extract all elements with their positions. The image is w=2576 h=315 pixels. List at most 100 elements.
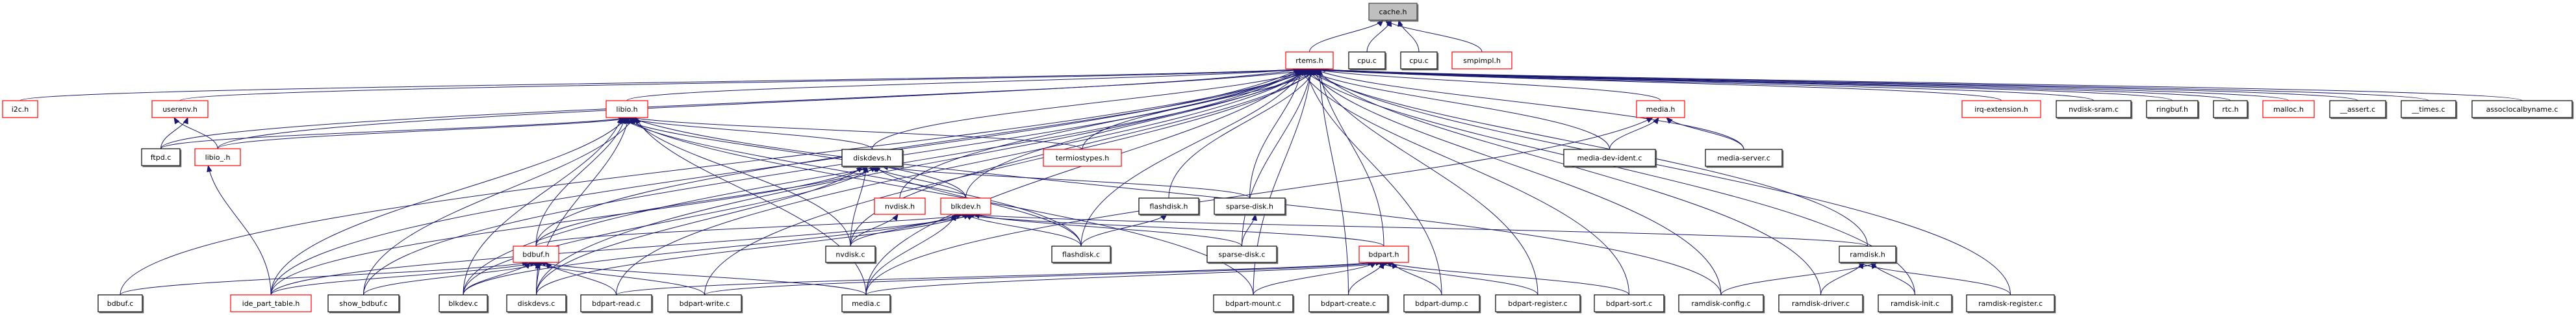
node-ftpd-c[interactable]: ftpd.c (141, 148, 182, 168)
node-label: ramdisk-init.c (1891, 299, 1939, 308)
node-blkdev-h[interactable]: blkdev.h (940, 197, 991, 215)
node-blkdev-c[interactable]: blkdev.c (439, 294, 489, 314)
node-libio-h[interactable]: libio_.h (194, 148, 241, 166)
edge-diskdevs-c-to-diskdevs-h (536, 166, 863, 296)
node-flashdisk-c[interactable]: flashdisk.c (1051, 246, 1112, 264)
node-sparse-disk-h[interactable]: sparse-disk.h (1214, 197, 1287, 216)
edge-nvdisk-h-to-rtems-h (899, 68, 1300, 199)
node-bdpart-register-c[interactable]: bdpart-register.c (1495, 294, 1582, 314)
arrowhead-icon (1314, 68, 1322, 75)
node-bdpart-h[interactable]: bdpart.h (1358, 246, 1409, 263)
node-media-h[interactable]: media.h (1636, 100, 1685, 118)
node-sparse-disk-c[interactable]: sparse-disk.c (1206, 246, 1279, 264)
nodes-layer: cache.h rtems.h cpu.c cpu.c smpimpl.h i2c.h us… (2, 3, 2574, 314)
edge-libio-h-to-rtems-h (626, 68, 1304, 101)
node-label: assoclocalbyname.c (2486, 105, 2558, 114)
node-label: __times.c (2411, 105, 2445, 114)
node-i2c-h[interactable]: i2c.h (2, 100, 38, 118)
node-shadow (826, 247, 877, 264)
edge-diskdevs-c-to-libio-h (536, 117, 630, 296)
node-irq-extension-h[interactable]: irq-extension.h (1961, 100, 2041, 118)
node-times-c[interactable]: __times.c (2401, 100, 2458, 120)
node-bdpart-dump-c[interactable]: bdpart-dump.c (1403, 294, 1481, 314)
node-box (825, 246, 876, 263)
edge-bdpart-write-c-to-bdbuf-h (531, 262, 705, 296)
edge-media-server-c-to-rtems-h (1313, 68, 1744, 150)
node-ramdisk-h[interactable]: ramdisk.h (1839, 246, 1898, 264)
node-shadow (1595, 296, 1666, 314)
node-smpimpl-h[interactable]: smpimpl.h (1451, 51, 1512, 69)
node-bdpart-mount-c[interactable]: bdpart-mount.c (1213, 294, 1295, 314)
edge-nvdisk-c-to-diskdevs-h (850, 166, 867, 247)
node-ramdisk-init-c[interactable]: ramdisk-init.c (1878, 294, 1954, 314)
node-label: i2c.h (12, 105, 29, 114)
node-label: termiostypes.h (1056, 154, 1109, 162)
node-bdpart-read-c[interactable]: bdpart-read.c (580, 294, 654, 314)
node-box (1451, 51, 1512, 69)
node-cpu-c[interactable]: cpu.c (1348, 51, 1387, 71)
node-label: diskdevs.h (853, 154, 891, 162)
node-flashdisk-h[interactable]: flashdisk.h (1138, 197, 1201, 216)
node-shadow (1052, 247, 1112, 264)
edge-blkdev-h-to-libio-h (618, 117, 966, 199)
edge-bdpart-read-c-to-rtems-h (616, 68, 1310, 296)
node-box (1051, 246, 1111, 263)
edge-ftpd-c-to-libio-h (160, 117, 629, 149)
node-userenv-h[interactable]: userenv.h (151, 100, 209, 118)
node-diskdevs-c[interactable]: diskdevs.c (506, 294, 568, 314)
node-label: media-dev-ident.c (1577, 154, 1642, 162)
node-malloc-h[interactable]: malloc.h (2262, 100, 2315, 118)
node-bdpart-create-c[interactable]: bdpart-create.c (1308, 294, 1390, 314)
edge-ramdisk-config-c-to-ramdisk-h (1720, 262, 1878, 296)
node-box (2471, 100, 2573, 118)
node-box (506, 294, 567, 312)
edge-libio-h-to-libio-h (217, 117, 636, 149)
node-rtems-h[interactable]: rtems.h (1285, 51, 1334, 69)
edge-sparse-disk-c-to-blkdev-h (973, 214, 1242, 247)
node-ramdisk-driver-c[interactable]: ramdisk-driver.c (1778, 294, 1865, 314)
node-ramdisk-config-c[interactable]: ramdisk-config.c (1678, 294, 1765, 314)
node-media-c[interactable]: media.c (841, 294, 892, 314)
node-diskdevs-h[interactable]: diskdevs.h (841, 149, 904, 168)
node-box (2329, 100, 2386, 118)
node-nvdisk-h[interactable]: nvdisk.h (874, 197, 926, 215)
node-rtc-h[interactable]: rtc.h (2213, 100, 2249, 120)
node-box (2262, 100, 2315, 118)
node-media-server-c[interactable]: media-server.c (1705, 149, 1784, 168)
node-media-dev-ident-c[interactable]: media-dev-ident.c (1563, 149, 1657, 168)
node-termiostypes-h[interactable]: termiostypes.h (1043, 149, 1122, 167)
node-nvdisk-sram-c[interactable]: nvdisk-sram.c (2056, 100, 2133, 120)
node-assoclocalbyname-c[interactable]: assoclocalbyname.c (2471, 100, 2574, 120)
node-ringbuf-h[interactable]: ringbuf.h (2146, 100, 2200, 120)
node-box (1778, 294, 1863, 312)
node-label: bdpart-register.c (1508, 299, 1567, 308)
edge-bdpart-mount-c-to-bdpart-h (1253, 262, 1377, 296)
node-label: __assert.c (2340, 105, 2375, 114)
node-bdpart-sort-c[interactable]: bdpart-sort.c (1594, 294, 1666, 314)
edge-show-bdbuf-c-to-bdbuf-h (363, 262, 544, 296)
node-cpu-c[interactable]: cpu.c (1400, 51, 1439, 71)
edge-userenv-h-to-rtems-h (179, 68, 1318, 101)
node-box (1358, 246, 1409, 263)
node-bdbuf-h[interactable]: bdbuf.h (513, 246, 559, 263)
node-nvdisk-c[interactable]: nvdisk.c (825, 246, 877, 264)
node-box (1400, 51, 1438, 69)
node-show-bdbuf-c[interactable]: show_bdbuf.c (327, 294, 401, 314)
node-box (874, 197, 926, 215)
node-libio-h[interactable]: libio.h (606, 100, 648, 118)
node-label: rtems.h (1295, 57, 1323, 65)
arrowhead-icon (173, 116, 180, 125)
node-assert-c[interactable]: __assert.c (2329, 100, 2388, 120)
node-bdbuf-c[interactable]: bdbuf.c (97, 294, 144, 314)
arrowhead-icon (1301, 68, 1308, 75)
node-cache-h: cache.h (1368, 3, 1419, 22)
edge-ramdisk-init-c-to-ramdisk-h (1871, 262, 1915, 296)
node-ramdisk-register-c[interactable]: ramdisk-register.c (1966, 294, 2056, 314)
node-bdpart-write-c[interactable]: bdpart-write.c (667, 294, 743, 314)
node-box (439, 294, 488, 312)
node-ide-part-table-h[interactable]: ide_part_table.h (230, 294, 312, 312)
edge-ide-part-table-h-to-diskdevs-h (270, 166, 869, 296)
node-box (1563, 149, 1656, 167)
node-shadow (1401, 53, 1439, 71)
edge-bdpart-h-to-blkdev-h (960, 214, 1384, 247)
